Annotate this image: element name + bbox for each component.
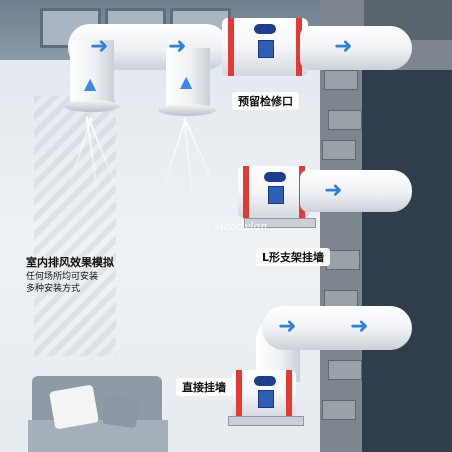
airflow-up-arrow-icon: ▲ [84,74,97,93]
airflow-arrow-icon: ➜ [350,314,369,339]
callout-line-1: 任何场所均可安装 [26,271,99,282]
outlet-duct-middle [300,170,412,212]
ceiling-grille [64,100,120,112]
airflow-arrow-icon: ➜ [90,34,109,59]
vertical-duct-right [166,48,210,108]
brick [326,250,360,270]
l-bracket [244,218,316,228]
airflow-arrow-icon: ➜ [334,34,353,59]
callout: 室内排风效果模拟 任何场所均可安装 多种安装方式 [26,256,114,295]
inline-fan-top [222,18,308,76]
pillow [102,393,140,429]
watermark: xiaodylan [214,220,268,233]
callout-title: 室内排风效果模拟 [26,256,114,269]
fan-ring [296,18,302,76]
brick [322,400,356,420]
spec-label [258,40,274,58]
fan-ring [243,166,249,218]
brick [328,110,362,130]
brick [324,70,358,90]
vertical-duct-left [70,40,114,106]
brand-badge [264,172,286,182]
ceiling-grille [158,104,216,116]
brick [322,140,356,160]
airflow-arrow-icon: ➜ [278,314,297,339]
fan-ring [228,18,234,76]
wall-mount-plate [228,416,304,426]
airflow-up-arrow-icon: ▲ [180,72,193,91]
brick [328,360,362,380]
airflow-arrow-icon: ➜ [324,178,343,203]
outlet-duct-top [300,26,412,70]
fan-ring [236,370,242,418]
window-curtain [34,96,116,356]
pillow [49,384,99,430]
brand-badge [254,376,276,386]
callout-line-2: 多种安装方式 [26,283,81,294]
outlet-duct-bottom [262,306,412,350]
inline-fan-bottom [232,370,296,418]
spec-label [268,186,284,204]
airflow-arrow-icon: ➜ [168,34,187,59]
label-access-port: 预留检修口 [232,92,299,110]
brand-badge [254,24,276,34]
fan-ring [286,370,292,418]
label-l-bracket: L形支架挂墙 [256,248,331,266]
label-direct-wall: 直接挂墙 [176,378,232,396]
night-facade [362,70,452,452]
sofa-seat [28,420,168,452]
spec-label [258,390,274,408]
